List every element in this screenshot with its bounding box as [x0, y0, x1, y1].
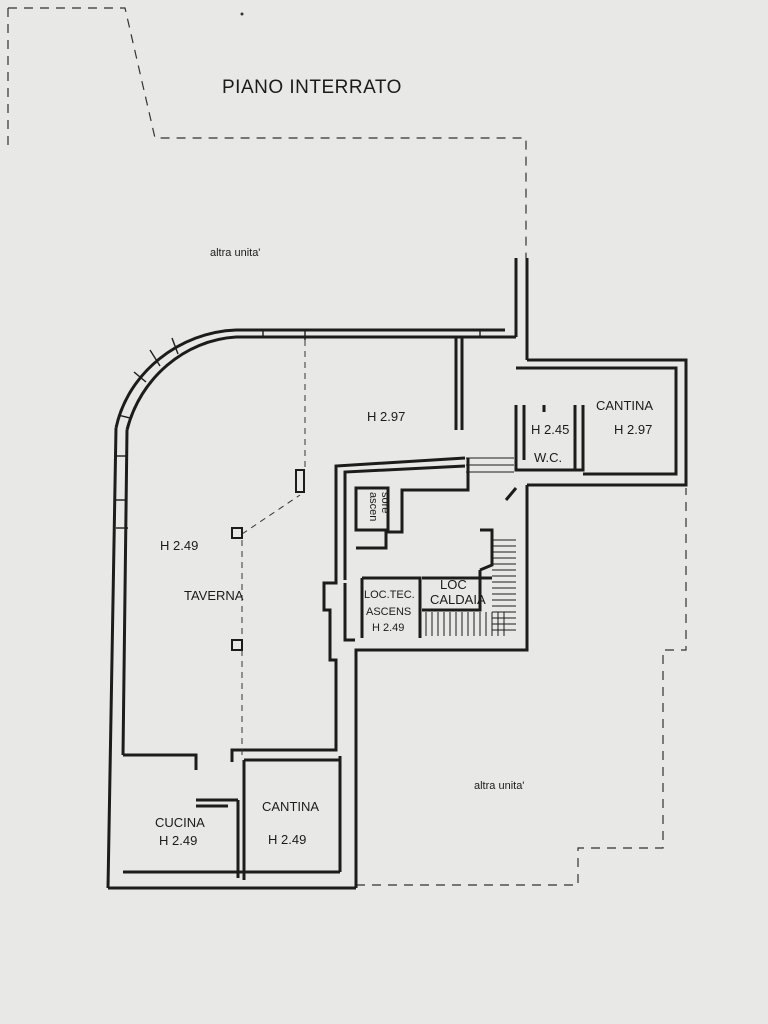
staircase [425, 539, 516, 636]
label-loc-tec: LOC.TEC. [364, 589, 415, 601]
exterior-walls [106, 258, 688, 890]
label-ascensore-2: sore [379, 492, 391, 513]
label-loc-caldaia-1: LOC [440, 577, 467, 592]
label-ascens: ASCENS [366, 606, 411, 618]
label-cantina-right-height: H 2.97 [614, 422, 652, 437]
label-wc-height: H 2.45 [531, 422, 569, 437]
label-loc-tec-height: H 2.49 [372, 622, 404, 634]
dashed-lines [241, 340, 306, 755]
landing-steps [466, 457, 514, 473]
pillar [295, 469, 305, 493]
label-ascensore-1: ascen [367, 492, 379, 521]
boundary-top [7, 7, 527, 258]
label-cucina-height: H 2.49 [159, 833, 197, 848]
boundary-bottom [356, 488, 687, 886]
label-taverna-height: H 2.49 [160, 538, 198, 553]
label-wc: W.C. [534, 450, 562, 465]
pillar [231, 639, 243, 651]
label-altra-unita-top: altra unita' [210, 247, 260, 259]
label-cantina-right: CANTINA [596, 398, 653, 413]
label-altra-unita-bottom: altra unita' [474, 780, 524, 792]
label-cantina-bottom: CANTINA [262, 799, 319, 814]
interior-walls [123, 337, 585, 880]
label-taverna: TAVERNA [184, 588, 244, 603]
label-cucina: CUCINA [155, 815, 205, 830]
label-cantina-bottom-height: H 2.49 [268, 832, 306, 847]
pillar [231, 527, 243, 539]
plan-title: PIANO INTERRATO [222, 77, 402, 98]
label-loc-caldaia-2: CALDAIA [430, 592, 486, 607]
label-main-height: H 2.97 [367, 409, 405, 424]
